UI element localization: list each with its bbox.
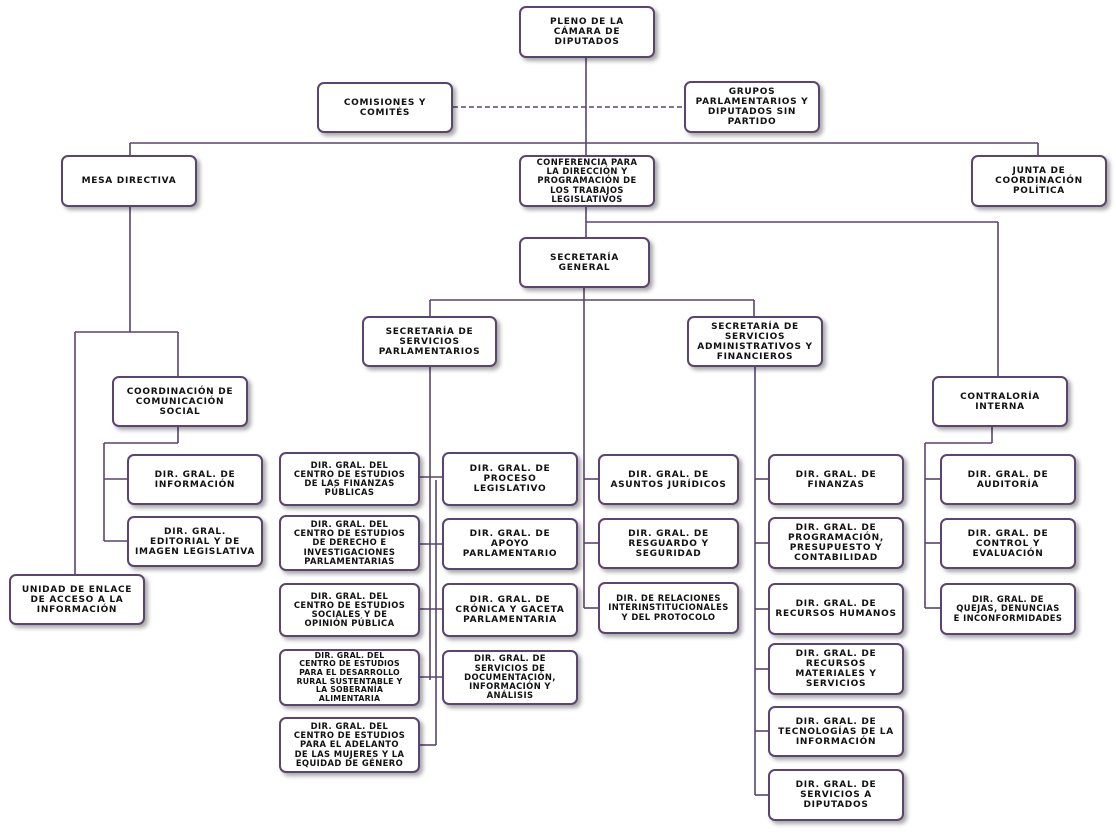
dir-recursos-materiales-box[interactable]: DIR. GRAL. DE RECURSOS MATERIALES Y SERV… — [768, 643, 904, 695]
dir-control-box[interactable]: DIR. GRAL. DE CONTROL Y EVALUACIÓN — [940, 518, 1076, 569]
dir-recursos-humanos-box[interactable]: DIR. GRAL. DE RECURSOS HUMANOS — [768, 583, 904, 635]
dir-programacion-box[interactable]: DIR. GRAL. DE PROGRAMACIÓN, PRESUPUESTO … — [768, 517, 904, 569]
junta-coordinacion-box[interactable]: JUNTA DE COORDINACIÓN POLÍTICA — [971, 155, 1107, 207]
secretaria-general-box[interactable]: SECRETARÍA GENERAL — [519, 237, 650, 288]
dir-cefp-box[interactable]: DIR. GRAL. DEL CENTRO DE ESTUDIOS DE LAS… — [279, 452, 420, 506]
secretaria-servicios-administrativos-box[interactable]: SECRETARÍA DE SERVICIOS ADMINISTRATIVOS … — [687, 316, 823, 367]
dir-asuntos-juridicos-box[interactable]: DIR. GRAL. DE ASUNTOS JURÍDICOS — [598, 454, 739, 505]
dir-apoyo-parlamentario-box[interactable]: DIR. GRAL. DE APOYO PARLAMENTARIO — [442, 518, 578, 570]
dir-relaciones-box[interactable]: DIR. DE RELACIONES INTERINSTITUCIONALES … — [598, 582, 739, 634]
dir-quejas-box[interactable]: DIR. GRAL. DE QUEJAS, DENUNCIAS E INCONF… — [940, 583, 1076, 635]
dir-documentacion-box[interactable]: DIR. GRAL. DE SERVICIOS DE DOCUMENTACIÓN… — [442, 650, 578, 705]
conferencia-box[interactable]: CONFERENCIA PARA LA DIRECCIÓN Y PROGRAMA… — [519, 155, 655, 207]
dir-cedrssa-box[interactable]: DIR. GRAL. DEL CENTRO DE ESTUDIOS PARA E… — [279, 649, 420, 706]
dir-auditoria-box[interactable]: DIR. GRAL. DE AUDITORÍA — [940, 454, 1076, 505]
dir-proceso-legislativo-box[interactable]: DIR. GRAL. DE PROCESO LEGISLATIVO — [442, 452, 578, 506]
dir-cronica-box[interactable]: DIR. GRAL. DE CRÓNICA Y GACETA PARLAMENT… — [442, 583, 578, 637]
dir-editorial-box[interactable]: DIR. GRAL. EDITORIAL Y DE IMAGEN LEGISLA… — [127, 516, 263, 567]
pleno-box[interactable]: PLENO DE LA CÁMARA DE DIPUTADOS — [519, 6, 655, 58]
dir-finanzas-box[interactable]: DIR. GRAL. DE FINANZAS — [768, 454, 904, 505]
coordinacion-comunicacion-box[interactable]: COORDINACIÓN DE COMUNICACIÓN SOCIAL — [112, 376, 248, 427]
unidad-enlace-box[interactable]: UNIDAD DE ENLACE DE ACCESO A LA INFORMAC… — [9, 574, 145, 625]
dir-informacion-box[interactable]: DIR. GRAL. DE INFORMACIÓN — [127, 454, 263, 505]
dir-ceameg-box[interactable]: DIR. GRAL. DEL CENTRO DE ESTUDIOS PARA E… — [279, 717, 420, 773]
dir-cedip-box[interactable]: DIR. GRAL. DEL CENTRO DE ESTUDIOS DE DER… — [279, 515, 420, 571]
secretaria-servicios-parlamentarios-box[interactable]: SECRETARÍA DE SERVICIOS PARLAMENTARIOS — [362, 316, 497, 367]
comisiones-box[interactable]: COMISIONES Y COMITÉS — [317, 82, 453, 133]
grupos-box[interactable]: GRUPOS PARLAMENTARIOS Y DIPUTADOS SIN PA… — [684, 81, 820, 133]
mesa-directiva-box[interactable]: MESA DIRECTIVA — [61, 155, 197, 207]
dir-resguardo-box[interactable]: DIR. GRAL. DE RESGUARDO Y SEGURIDAD — [598, 518, 739, 569]
dir-servicios-diputados-box[interactable]: DIR. GRAL. DE SERVICIOS A DIPUTADOS — [768, 769, 904, 821]
dir-tecnologias-box[interactable]: DIR. GRAL. DE TECNOLOGÍAS DE LA INFORMAC… — [768, 706, 904, 757]
contraloria-box[interactable]: CONTRALORÍA INTERNA — [932, 376, 1068, 427]
dir-cesop-box[interactable]: DIR. GRAL. DEL CENTRO DE ESTUDIOS SOCIAL… — [279, 583, 420, 637]
